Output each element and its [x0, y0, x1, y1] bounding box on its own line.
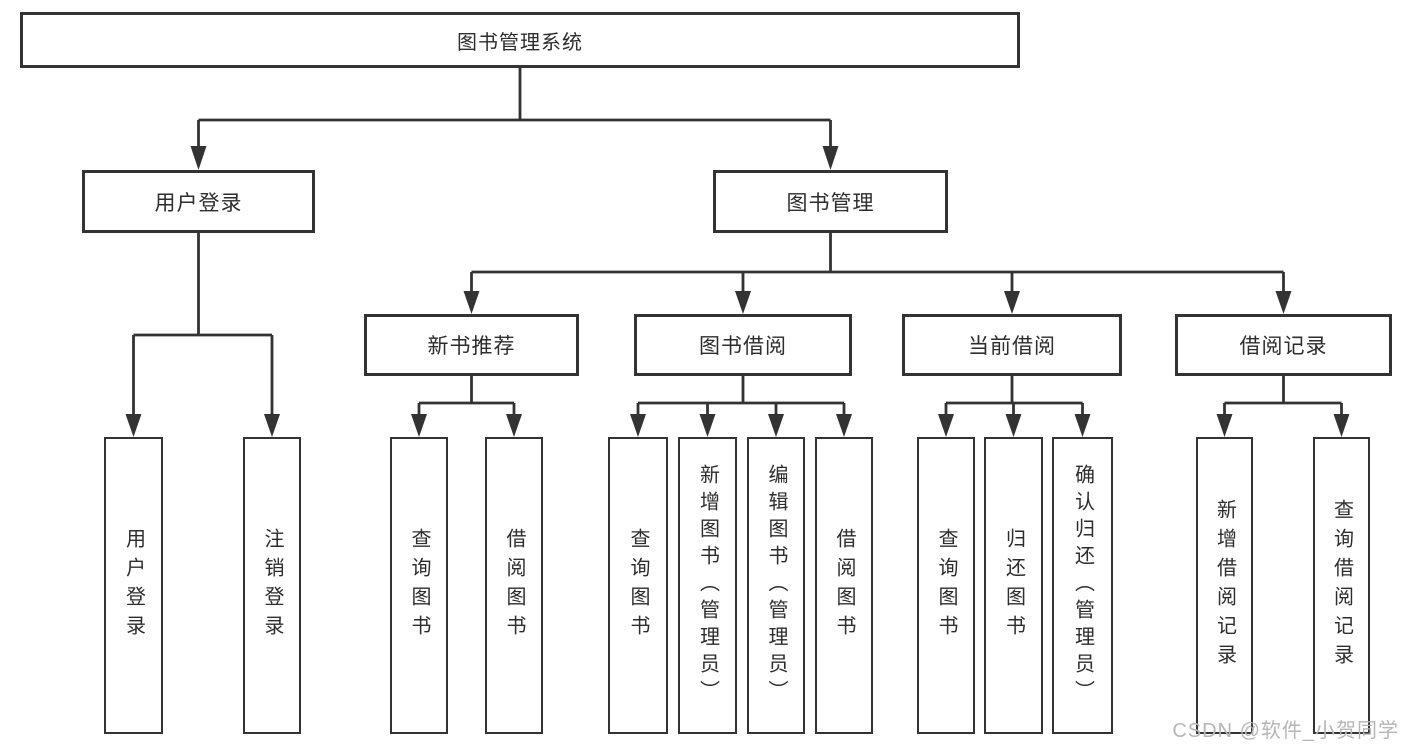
leaf-add-borrow-record: 新增借阅记录	[1196, 437, 1253, 734]
leaf-user-login-label: 用户登录	[122, 527, 145, 644]
node-book-management: 图书管理	[713, 170, 948, 233]
node-root: 图书管理系统	[20, 12, 1020, 68]
leaf-borrow-books-recommend: 借阅图书	[485, 437, 543, 734]
leaf-query-books-borrow-label: 查询图书	[627, 527, 649, 644]
leaf-user-login: 用户登录	[104, 437, 163, 734]
leaf-query-books-borrow: 查询图书	[608, 437, 668, 734]
leaf-return-books: 归还图书	[984, 437, 1043, 734]
leaf-logout: 注销登录	[243, 437, 301, 734]
leaf-return-books-label: 归还图书	[1002, 527, 1025, 644]
leaf-edit-book-admin-label: 编辑图书（管理员）	[765, 464, 787, 707]
leaf-add-borrow-record-label: 新增借阅记录	[1213, 498, 1236, 673]
leaf-query-books-recommend-label: 查询图书	[408, 527, 430, 644]
node-new-book-recommend: 新书推荐	[364, 314, 579, 376]
leaf-edit-book-admin: 编辑图书（管理员）	[747, 437, 805, 734]
leaf-add-book-admin: 新增图书（管理员）	[678, 437, 737, 734]
leaf-query-books-recommend: 查询图书	[390, 437, 448, 734]
node-book-borrow: 图书借阅	[634, 314, 852, 376]
leaf-borrow-books-label: 借阅图书	[833, 527, 855, 644]
leaf-borrow-books: 借阅图书	[815, 437, 873, 734]
leaf-query-books-current-label: 查询图书	[935, 527, 957, 644]
leaf-query-books-current: 查询图书	[917, 437, 975, 734]
node-current-borrow: 当前借阅	[902, 314, 1122, 376]
leaf-add-book-admin-label: 新增图书（管理员）	[696, 464, 719, 707]
watermark: CSDN @软件_小贺同学	[1172, 720, 1399, 742]
leaf-query-borrow-record-label: 查询借阅记录	[1330, 498, 1353, 673]
leaf-confirm-return-admin: 确认归还（管理员）	[1052, 437, 1113, 734]
leaf-borrow-books-recommend-label: 借阅图书	[503, 527, 525, 644]
leaf-logout-label: 注销登录	[261, 527, 283, 644]
node-user-login: 用户登录	[82, 170, 315, 233]
leaf-confirm-return-admin-label: 确认归还（管理员）	[1071, 464, 1094, 707]
node-borrow-records: 借阅记录	[1175, 314, 1392, 376]
leaf-query-borrow-record: 查询借阅记录	[1313, 437, 1370, 734]
